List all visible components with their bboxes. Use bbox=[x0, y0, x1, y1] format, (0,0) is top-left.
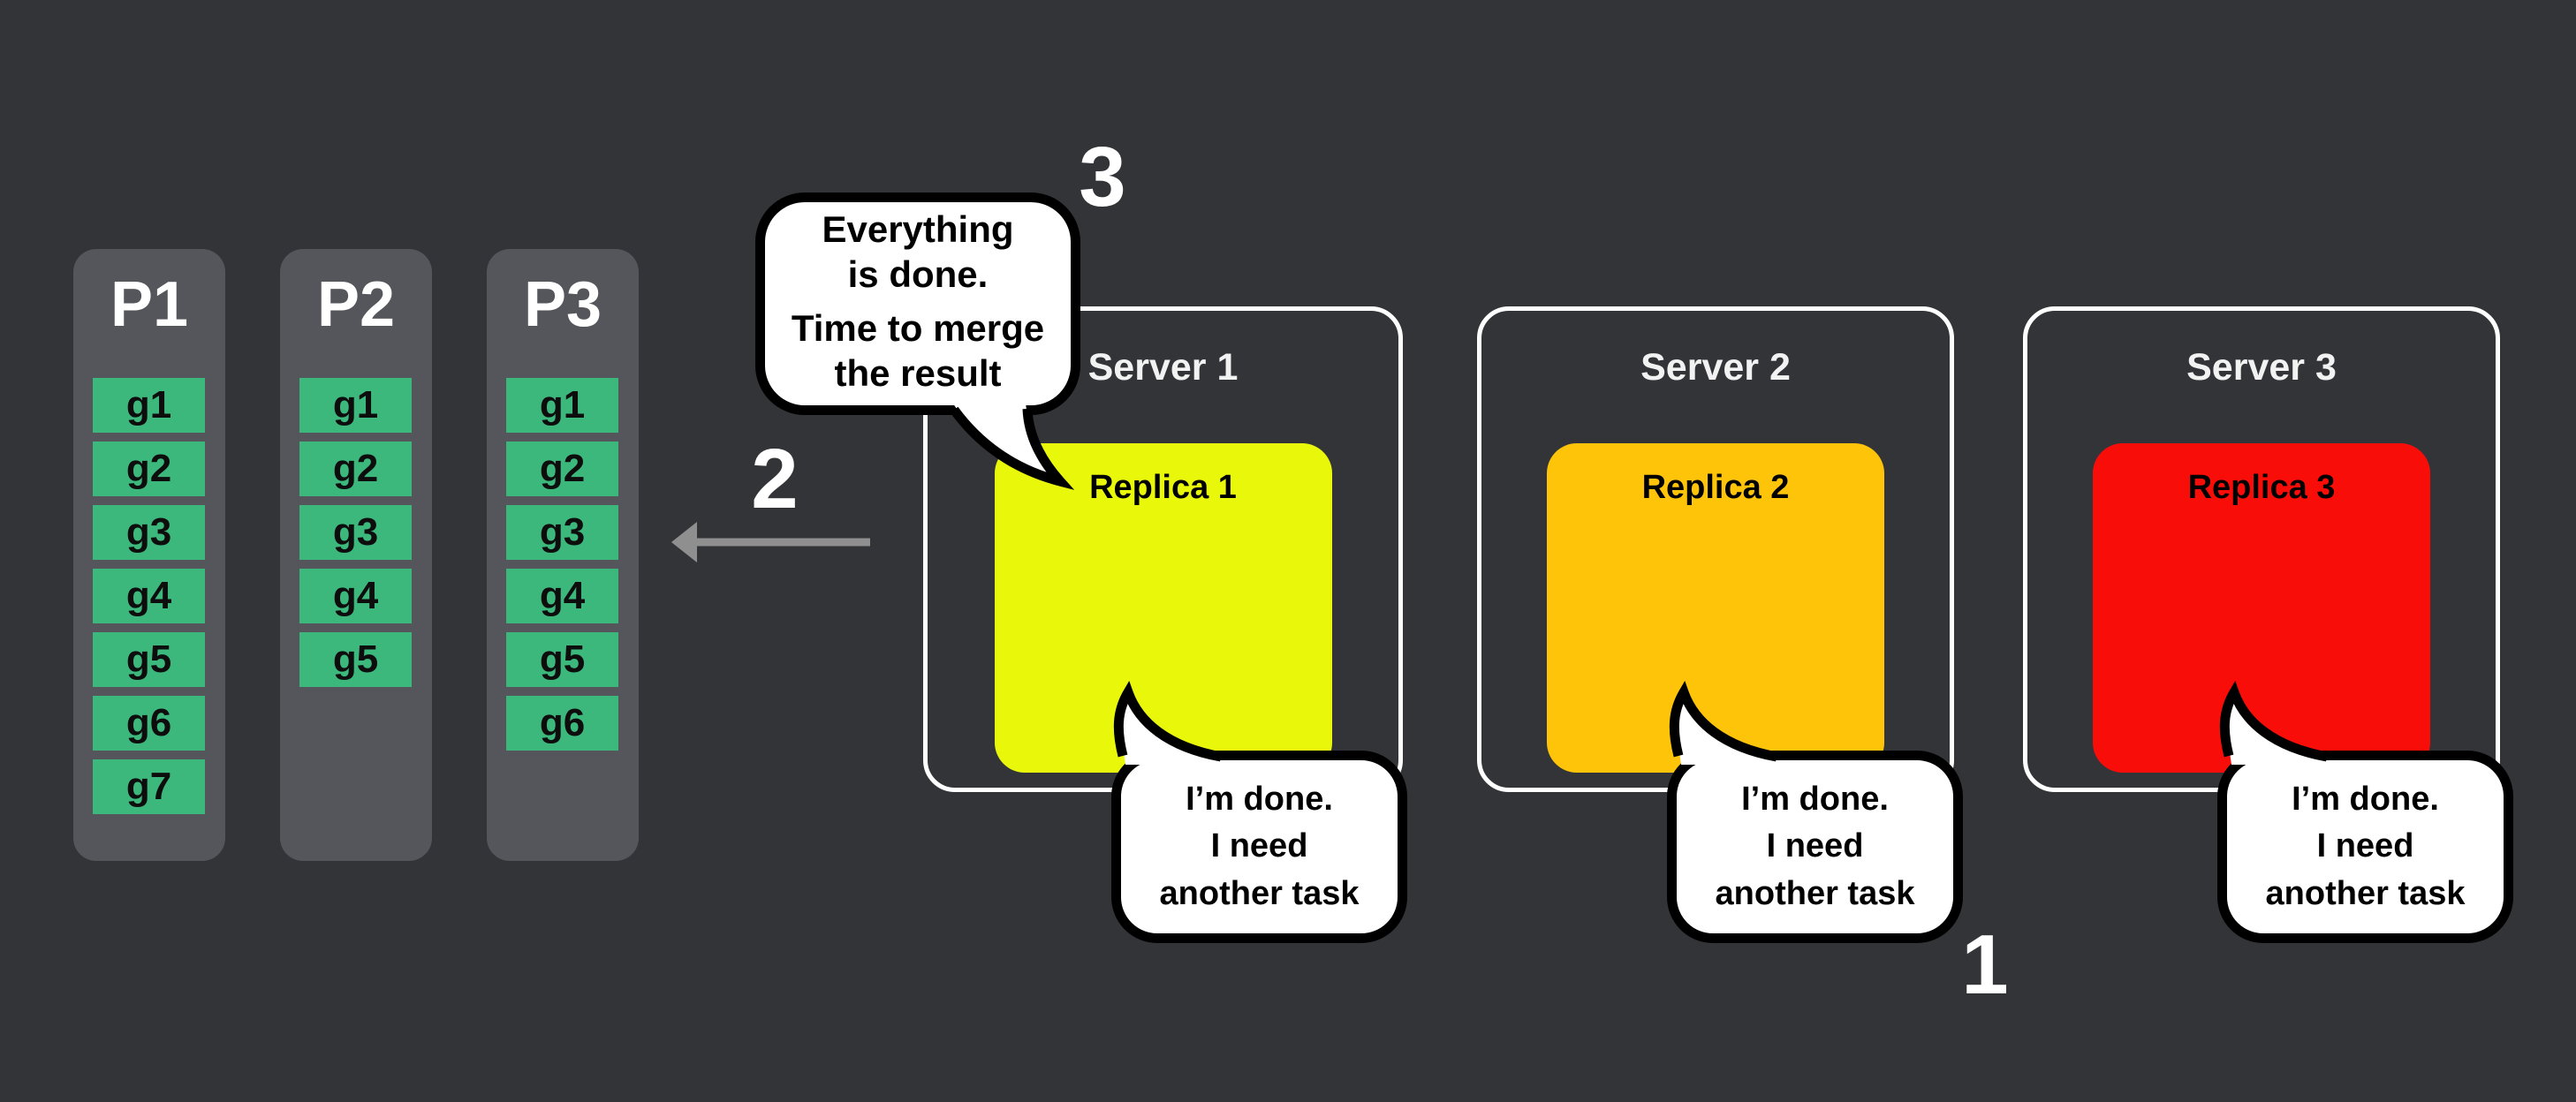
done-bubble-line: another task bbox=[1159, 874, 1360, 912]
task-chip: g2 bbox=[299, 442, 412, 496]
done-speech-bubble-2: I’m done. I need another task bbox=[1667, 751, 1963, 943]
partition-p2: P2 g1 g2 g3 g4 g5 bbox=[280, 249, 432, 861]
task-list: g1 g2 g3 g4 g5 g6 bbox=[506, 378, 618, 751]
partition-p3: P3 g1 g2 g3 g4 g5 g6 bbox=[487, 249, 639, 861]
done-bubble-line: I need bbox=[1766, 827, 1864, 865]
done-bubble-line: I need bbox=[2316, 827, 2414, 865]
merge-bubble-line: Everything bbox=[822, 208, 1014, 250]
task-chip: g3 bbox=[93, 505, 205, 560]
replica-1: Replica 1 bbox=[994, 443, 1332, 773]
server-label: Server 2 bbox=[1640, 346, 1791, 389]
partition-label: P3 bbox=[523, 269, 602, 340]
step-2-label: 2 bbox=[751, 432, 799, 526]
task-chip: g5 bbox=[299, 632, 412, 687]
replica-label: Replica 1 bbox=[1089, 469, 1237, 506]
step-1-label: 1 bbox=[1961, 917, 2009, 1012]
task-chip: g6 bbox=[506, 696, 618, 751]
merge-bubble-line: is done. bbox=[847, 253, 989, 295]
done-bubble-line: another task bbox=[2265, 874, 2466, 912]
task-chip: g6 bbox=[93, 696, 205, 751]
task-chip: g7 bbox=[93, 759, 205, 814]
server-label: Server 3 bbox=[2186, 346, 2337, 389]
task-chip: g1 bbox=[506, 378, 618, 433]
task-list: g1 g2 g3 g4 g5 bbox=[299, 378, 412, 687]
done-bubble-line: I need bbox=[1210, 827, 1308, 865]
merge-arrow-icon bbox=[671, 522, 870, 562]
merge-bubble-line: Time to merge bbox=[791, 307, 1045, 349]
merge-bubble-line: the result bbox=[834, 352, 1002, 395]
task-chip: g1 bbox=[299, 378, 412, 433]
partition-label: P2 bbox=[316, 269, 396, 340]
task-chip: g2 bbox=[93, 442, 205, 496]
task-chip: g4 bbox=[506, 569, 618, 623]
done-bubble-line: I’m done. bbox=[1741, 781, 1889, 819]
done-speech-bubble-3: I’m done. I need another task bbox=[2217, 751, 2513, 943]
task-chip: g1 bbox=[93, 378, 205, 433]
done-bubble-line: I’m done. bbox=[2292, 781, 2439, 819]
task-list: g1 g2 g3 g4 g5 g6 g7 bbox=[93, 378, 205, 814]
step-3-label: 3 bbox=[1079, 130, 1126, 224]
done-bubble-line: another task bbox=[1715, 874, 1915, 912]
task-chip: g4 bbox=[93, 569, 205, 623]
task-chip: g4 bbox=[299, 569, 412, 623]
partition-label: P1 bbox=[110, 269, 189, 340]
task-chip: g3 bbox=[299, 505, 412, 560]
task-chip: g3 bbox=[506, 505, 618, 560]
replica-label: Replica 3 bbox=[2187, 469, 2336, 506]
done-speech-bubble-1: I’m done. I need another task bbox=[1111, 751, 1407, 943]
server-label: Server 1 bbox=[1087, 346, 1239, 389]
task-chip: g2 bbox=[506, 442, 618, 496]
replica-label: Replica 2 bbox=[1641, 469, 1790, 506]
replica-2: Replica 2 bbox=[1547, 443, 1884, 773]
task-chip: g5 bbox=[506, 632, 618, 687]
server-box-3: Server 3 Replica 3 bbox=[2023, 306, 2500, 792]
merge-speech-bubble: Everything is done. Time to merge the re… bbox=[755, 192, 1080, 415]
partition-p1: P1 g1 g2 g3 g4 g5 g6 g7 bbox=[73, 249, 225, 861]
server-box-2: Server 2 Replica 2 bbox=[1477, 306, 1954, 792]
done-bubble-line: I’m done. bbox=[1186, 781, 1333, 819]
replica-3: Replica 3 bbox=[2093, 443, 2430, 773]
task-chip: g5 bbox=[93, 632, 205, 687]
